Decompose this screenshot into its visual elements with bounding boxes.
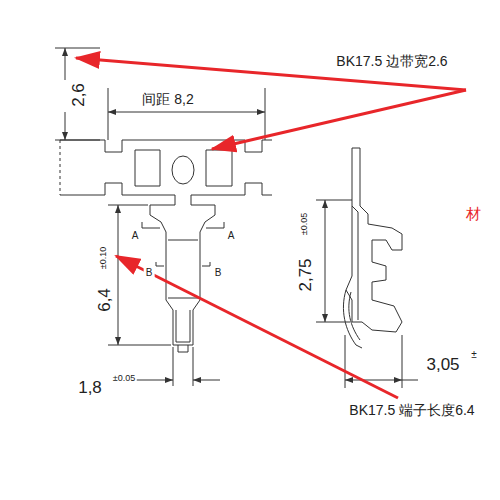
tolerance: ±0.05	[299, 211, 310, 237]
section-mark: A	[226, 230, 237, 242]
tolerance: ±0.05	[111, 373, 137, 384]
section-mark: A	[130, 230, 141, 242]
dimension-value: 1,8	[76, 378, 104, 397]
callout-note: BK17.5 边带宽2.6	[334, 53, 449, 69]
dimension-value: 2,6	[69, 81, 88, 109]
dimension-value: 3,05	[424, 355, 461, 374]
dimension-value: 6,4	[95, 286, 114, 314]
tolerance: ±	[469, 349, 479, 361]
tolerance: ±0.10	[98, 245, 109, 271]
dimension-value: 2,75	[296, 256, 315, 293]
section-mark: B	[144, 267, 155, 279]
pitch-dimension: 间距 8,2	[140, 91, 195, 107]
material-note: 材	[464, 205, 483, 222]
section-mark: B	[213, 267, 224, 279]
callout-note: BK17.5 端子长度6.4	[347, 402, 476, 418]
